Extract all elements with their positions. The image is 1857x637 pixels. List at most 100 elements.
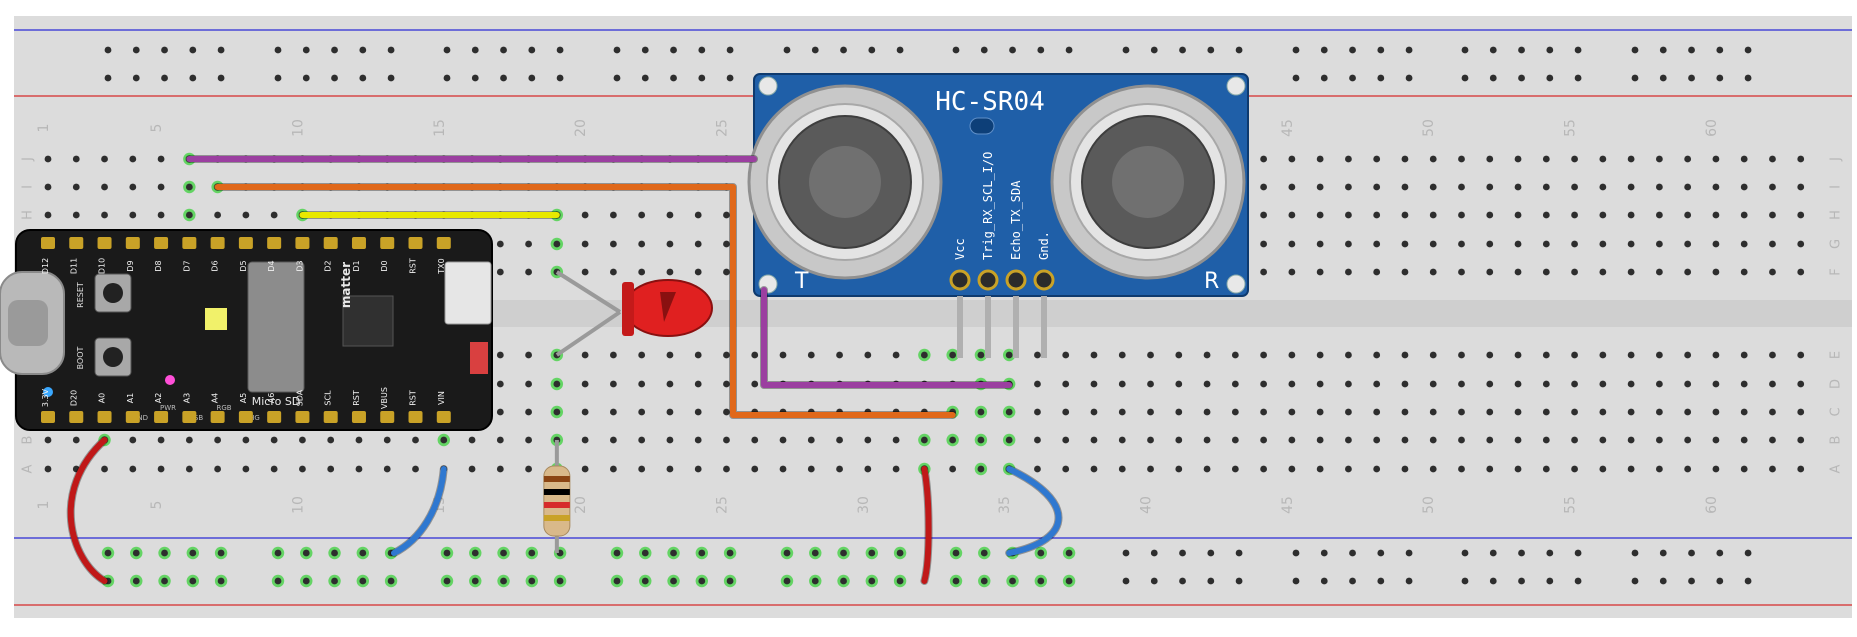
breadboard-hole xyxy=(1655,408,1663,416)
breadboard-hole xyxy=(1316,465,1324,473)
row-label: H xyxy=(21,210,36,220)
row-label: H xyxy=(1829,210,1844,220)
breadboard-hole xyxy=(1009,46,1016,54)
breadboard-hole xyxy=(1571,465,1578,473)
wire-red-left xyxy=(67,437,108,584)
breadboard-hole xyxy=(1712,211,1720,219)
breadboard-hole xyxy=(359,74,367,82)
breadboard-hole xyxy=(1542,351,1550,359)
breadboard-hole xyxy=(641,549,649,557)
breadboard-hole xyxy=(751,351,759,359)
breadboard-hole xyxy=(1740,351,1748,359)
breadboard-hole xyxy=(1320,549,1328,557)
breadboard-hole xyxy=(1122,549,1130,557)
breadboard-hole xyxy=(496,436,504,444)
usb-c-inner xyxy=(8,300,48,346)
breadboard-hole xyxy=(1288,408,1296,416)
breadboard-hole xyxy=(1627,436,1635,444)
breadboard-hole xyxy=(1175,465,1183,473)
breadboard-hole xyxy=(1118,436,1126,444)
breadboard-hole xyxy=(1260,436,1268,444)
breadboard-hole xyxy=(1599,268,1607,276)
breadboard-hole xyxy=(270,211,278,219)
breadboard-hole xyxy=(1090,380,1098,388)
mcu-bottom-pin-label: SDA xyxy=(295,389,304,406)
resistor-band xyxy=(543,515,570,521)
column-label: 15 xyxy=(432,119,448,137)
breadboard-hole xyxy=(1712,380,1720,388)
mcu-top-pin xyxy=(380,237,395,249)
breadboard-hole xyxy=(270,465,278,473)
breadboard-hole xyxy=(1207,577,1215,585)
breadboard-hole xyxy=(694,240,702,248)
breadboard-hole xyxy=(1034,380,1041,388)
breadboard-hole xyxy=(1740,268,1748,276)
breadboard-hole xyxy=(641,577,649,585)
breadboard-hole xyxy=(1429,211,1437,219)
breadboard-hole xyxy=(132,549,140,557)
breadboard-hole xyxy=(723,268,730,276)
row-label: C xyxy=(1829,407,1844,416)
breadboard-hole xyxy=(1716,577,1724,585)
breadboard-hole xyxy=(783,549,791,557)
microsd-slot xyxy=(247,261,305,393)
breadboard-hole xyxy=(1292,46,1300,54)
mcu-top-pin xyxy=(351,237,366,249)
breadboard-hole xyxy=(1716,46,1724,54)
breadboard-hole xyxy=(1377,46,1385,54)
breadboard-hole xyxy=(1461,549,1469,557)
breadboard-hole xyxy=(1744,577,1752,585)
column-label: 20 xyxy=(573,496,589,514)
breadboard-hole xyxy=(1631,577,1639,585)
breadboard-hole xyxy=(1684,436,1692,444)
breadboard-hole xyxy=(1122,577,1130,585)
breadboard-hole xyxy=(1655,380,1663,388)
breadboard-hole xyxy=(1429,240,1437,248)
breadboard-hole xyxy=(1373,380,1381,388)
breadboard-hole xyxy=(1486,380,1494,388)
mcu-bottom-pin xyxy=(97,411,112,423)
breadboard-hole xyxy=(694,465,702,473)
breadboard-hole xyxy=(751,380,759,388)
row-label: J xyxy=(1829,157,1844,162)
breadboard-hole xyxy=(1118,380,1126,388)
breadboard-hole xyxy=(1546,46,1554,54)
breadboard-hole xyxy=(980,577,988,585)
breadboard-hole xyxy=(101,465,108,473)
breadboard-hole xyxy=(638,351,646,359)
breadboard-hole xyxy=(1345,380,1352,388)
mcu-top-pin xyxy=(210,237,225,249)
breadboard-hole xyxy=(412,436,419,444)
breadboard-hole xyxy=(1514,240,1522,248)
breadboard-hole xyxy=(1316,183,1324,191)
breadboard-hole xyxy=(1065,549,1073,557)
breadboard-hole xyxy=(807,465,815,473)
sensor-r-label: R xyxy=(1204,269,1219,294)
breadboard-hole xyxy=(528,549,536,557)
row-label: D xyxy=(1829,379,1844,389)
mcu-bottom-pin-label: A4 xyxy=(211,393,220,404)
breadboard-hole xyxy=(1769,268,1776,276)
breadboard-hole xyxy=(952,577,960,585)
wire-red-right xyxy=(921,466,932,584)
breadboard-hole xyxy=(496,408,504,416)
breadboard-hole xyxy=(1458,183,1465,191)
breadboard-hole xyxy=(1684,351,1692,359)
breadboard-hole xyxy=(1260,183,1268,191)
breadboard-hole xyxy=(1316,211,1324,219)
breadboard-hole xyxy=(980,549,988,557)
breadboard-hole xyxy=(556,74,564,82)
breadboard-hole xyxy=(1005,351,1013,359)
breadboard-hole xyxy=(471,549,479,557)
breadboard-hole xyxy=(807,351,815,359)
sensor-pin-header xyxy=(1033,269,1055,291)
breadboard-hole xyxy=(161,74,168,82)
breadboard-hole xyxy=(949,351,957,359)
breadboard-hole xyxy=(1207,46,1215,54)
breadboard-hole xyxy=(723,408,730,416)
breadboard-hole xyxy=(1797,436,1805,444)
breadboard-hole xyxy=(525,465,532,473)
breadboard-hole xyxy=(836,436,843,444)
breadboard-hole xyxy=(496,351,504,359)
mcu-bottom-pin-label: A3 xyxy=(182,393,191,404)
